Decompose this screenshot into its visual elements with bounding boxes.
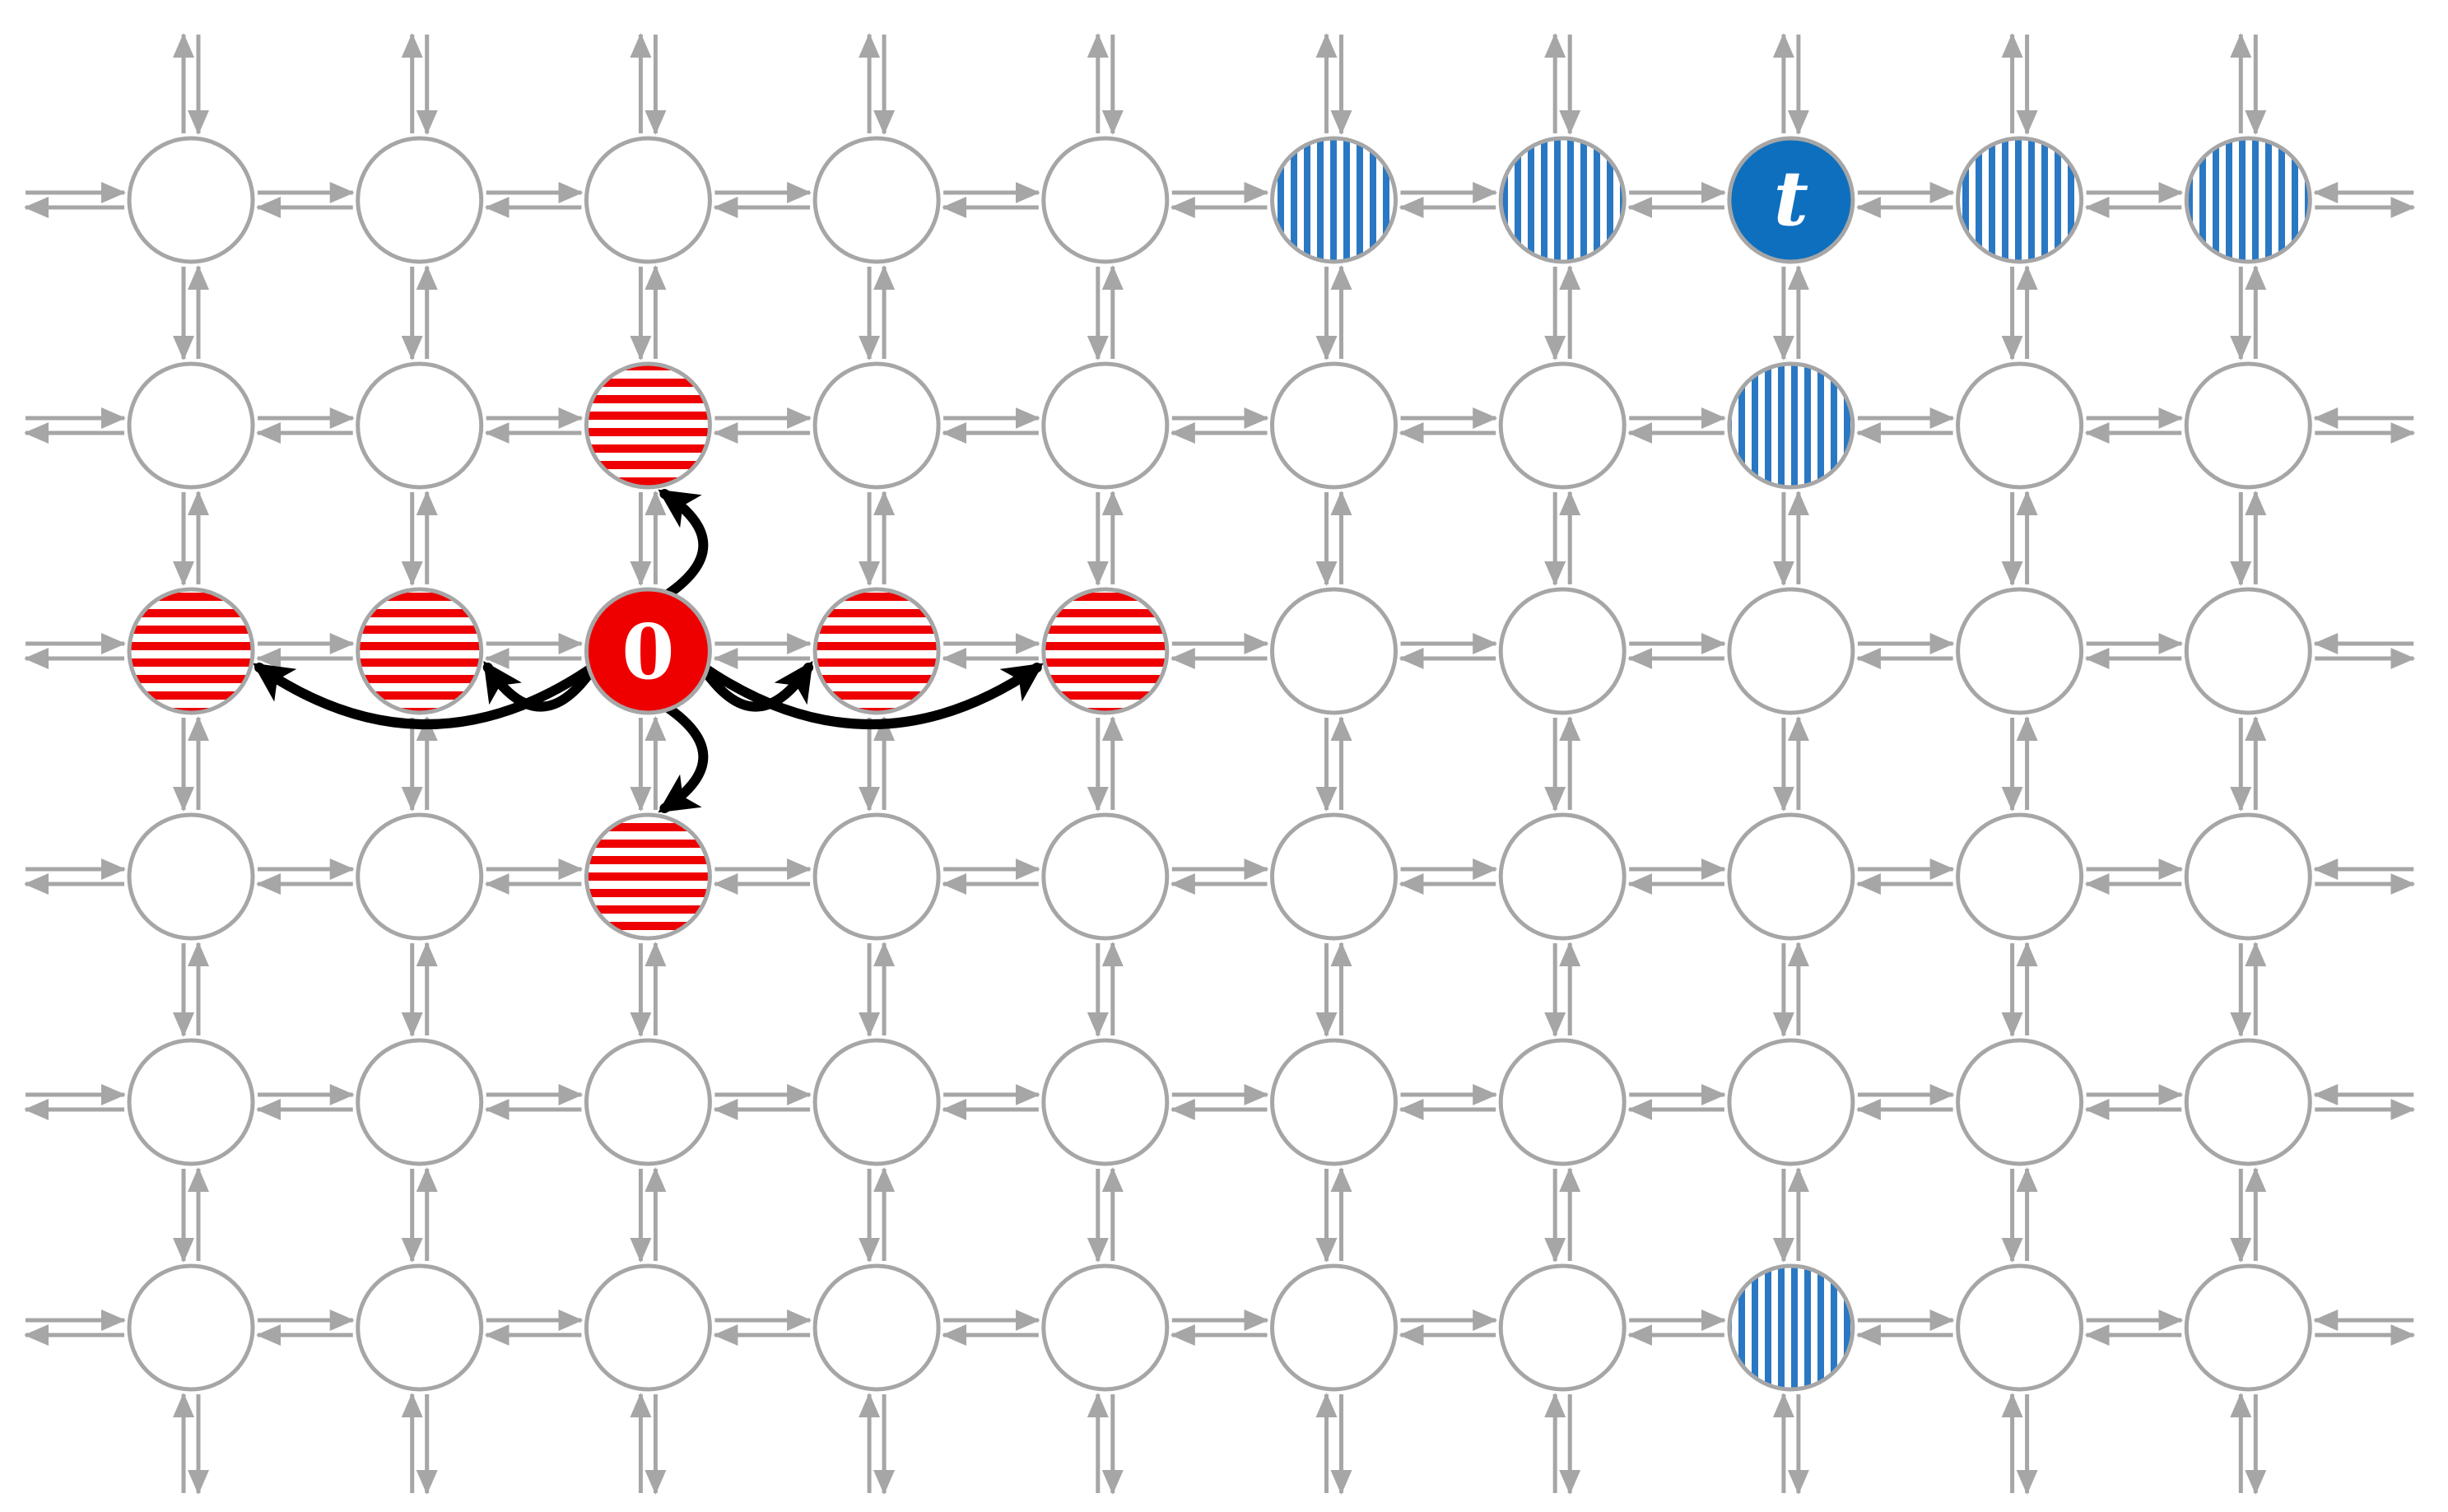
lattice-node (1727, 1038, 1855, 1166)
lattice-node (1041, 1263, 1170, 1392)
lattice-node (1270, 1038, 1398, 1166)
lattice-node (127, 1038, 255, 1166)
lattice-node (1727, 587, 1855, 715)
lattice-node (812, 812, 941, 941)
lattice-node (812, 1038, 941, 1166)
lattice-node (127, 812, 255, 941)
lattice-node (356, 812, 484, 941)
jump-arrow (696, 661, 814, 712)
lattice-node (1041, 1038, 1170, 1166)
target-label: t (1774, 154, 1809, 243)
lattice-node (356, 1263, 484, 1392)
lattice-node (1498, 361, 1627, 490)
lattice-node (1041, 812, 1170, 941)
lattice-node (1956, 361, 2084, 490)
lattice-node (2184, 1263, 2312, 1392)
jump-arrows (253, 489, 1044, 813)
lattice-node (1956, 1038, 2084, 1166)
lattice-node (356, 361, 484, 490)
lattice-node (1041, 136, 1170, 264)
lattice-node (584, 136, 712, 264)
lattice-node (584, 1263, 712, 1392)
jump-arrow (696, 661, 1044, 729)
lattice-node (2184, 361, 2312, 490)
lattice-node (1498, 1038, 1627, 1166)
lattice-node (1956, 1263, 2084, 1392)
lattice-node (1270, 1263, 1398, 1392)
origin-label: 0 (621, 607, 674, 696)
lattice-node (127, 1263, 255, 1392)
lattice-node (356, 1038, 484, 1166)
lattice-links (23, 32, 2416, 1496)
origin-neighbor-node (812, 587, 941, 715)
target-neighbor-node (1956, 136, 2084, 264)
origin-node (584, 587, 712, 715)
lattice-node (127, 361, 255, 490)
lattice-node (1270, 812, 1398, 941)
target-neighbor-node (1498, 136, 1627, 264)
origin-neighbor-node (584, 812, 712, 941)
lattice-node (127, 136, 255, 264)
target-node (1727, 136, 1855, 264)
lattice-node (1956, 812, 2084, 941)
lattice-node (1956, 587, 2084, 715)
lattice-node (584, 1038, 712, 1166)
origin-neighbor-node (127, 587, 255, 715)
lattice-node (812, 1263, 941, 1392)
origin-neighbor-node (584, 361, 712, 490)
lattice-node (1498, 812, 1627, 941)
lattice-node (1270, 361, 1398, 490)
lattice-node (812, 361, 941, 490)
jump-arrow (658, 489, 709, 602)
lattice-node (1498, 587, 1627, 715)
target-neighbor-node (1727, 1263, 1855, 1392)
jump-arrow (253, 661, 600, 729)
origin-neighbor-node (1041, 587, 1170, 715)
lattice-node (2184, 812, 2312, 941)
lattice-node (2184, 1038, 2312, 1166)
lattice-node (812, 136, 941, 264)
target-neighbor-node (2184, 136, 2312, 264)
lattice-node (1270, 587, 1398, 715)
target-neighbor-node (1270, 136, 1398, 264)
lattice-node (356, 136, 484, 264)
jump-arrow (658, 700, 709, 813)
lattice-node (1727, 812, 1855, 941)
lattice-node (1498, 1263, 1627, 1392)
lattice-node (1041, 361, 1170, 490)
lattice-nodes: 0t (127, 136, 2312, 1392)
target-neighbor-node (1727, 361, 1855, 490)
origin-neighbor-node (356, 587, 484, 715)
lattice-node (2184, 587, 2312, 715)
jump-arrow (482, 661, 600, 712)
